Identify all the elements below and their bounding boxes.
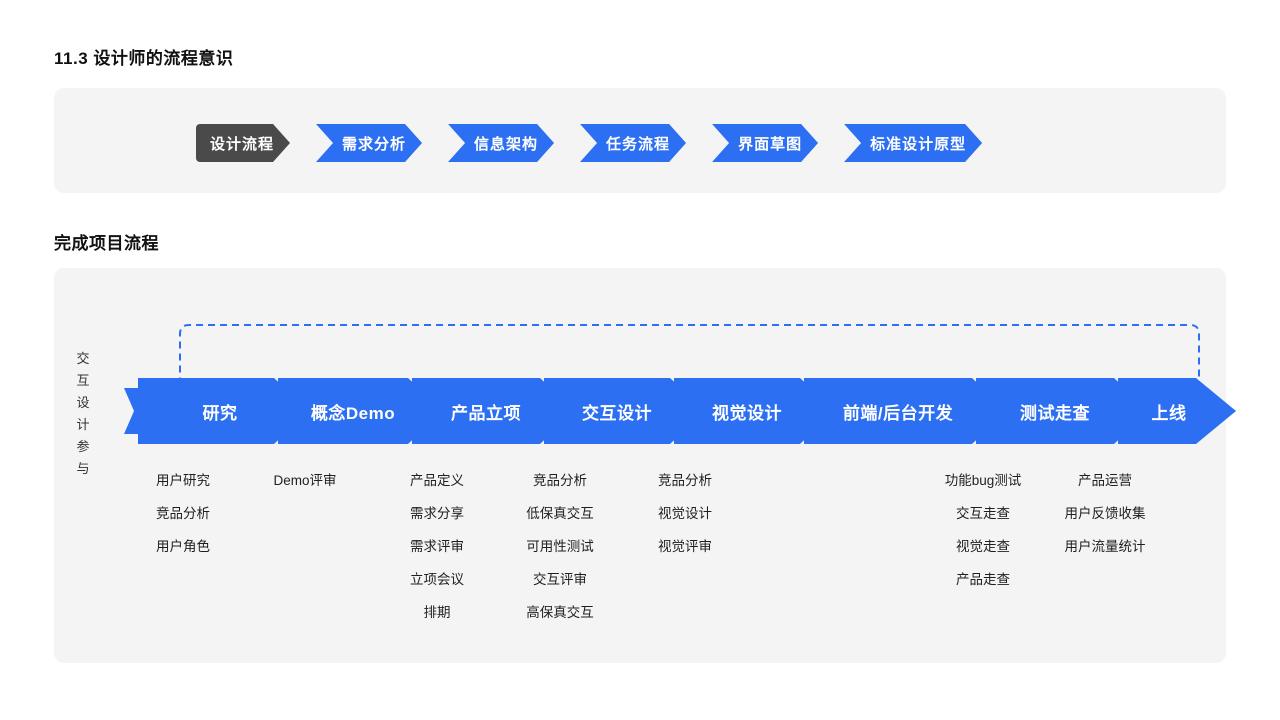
task-item: 视觉评审 xyxy=(658,539,712,554)
task-item: 高保真交互 xyxy=(526,605,594,620)
task-item: 竞品分析 xyxy=(533,473,587,488)
task-item: 用户研究 xyxy=(156,473,210,488)
stage-arrow-1[interactable]: 研究 xyxy=(124,378,310,444)
task-column-2: Demo评审 xyxy=(225,464,385,497)
task-item: Demo评审 xyxy=(273,473,337,488)
task-column-8: 产品运营用户反馈收集用户流量统计 xyxy=(1025,464,1185,563)
side-label-interaction-design: 交互设计参与 xyxy=(72,348,94,480)
task-item: 竞品分析 xyxy=(658,473,712,488)
design-step-label: 设计流程 xyxy=(210,135,275,153)
stage-label: 前端/后台开发 xyxy=(842,403,954,423)
design-step-2[interactable]: 需求分析 xyxy=(316,124,422,162)
design-step-label: 标准设计原型 xyxy=(870,135,967,153)
design-step-5[interactable]: 界面草图 xyxy=(712,124,818,162)
design-step-label: 任务流程 xyxy=(606,135,671,153)
design-step-1[interactable]: 设计流程 xyxy=(196,124,290,162)
task-item: 交互评审 xyxy=(533,572,587,587)
side-label-char: 参 xyxy=(76,439,90,454)
task-column-3: 产品定义需求分享需求评审立项会议排期 xyxy=(357,464,517,629)
task-item: 视觉走查 xyxy=(956,539,1010,554)
task-column-7: 功能bug测试交互走查视觉走查产品走查 xyxy=(903,464,1063,596)
side-label-char: 互 xyxy=(76,373,90,388)
design-step-4[interactable]: 任务流程 xyxy=(580,124,686,162)
task-item: 低保真交互 xyxy=(526,506,594,521)
task-item: 排期 xyxy=(423,605,451,620)
project-stage-arrow-band: 研究 概念Demo 产品立项 交互设计 视觉设计 前端/后台开发 测试走查 上线 xyxy=(124,378,1200,444)
side-label-char: 设 xyxy=(76,395,90,410)
task-item: 需求评审 xyxy=(410,539,464,554)
stage-label: 研究 xyxy=(202,403,238,423)
stage-label: 上线 xyxy=(1151,403,1187,423)
task-item: 用户角色 xyxy=(156,539,210,554)
task-item: 可用性测试 xyxy=(526,539,594,554)
task-item: 用户流量统计 xyxy=(1064,539,1146,554)
task-item: 视觉设计 xyxy=(658,506,712,521)
task-item: 产品定义 xyxy=(410,473,464,488)
side-label-char: 计 xyxy=(76,417,90,432)
page-title: 11.3 设计师的流程意识 xyxy=(54,49,234,68)
design-step-3[interactable]: 信息架构 xyxy=(448,124,554,162)
stage-label: 视觉设计 xyxy=(712,403,782,423)
side-label-char: 与 xyxy=(76,461,90,476)
task-item: 竞品分析 xyxy=(156,506,210,521)
stage-label: 交互设计 xyxy=(582,403,652,423)
design-process-chevron-row: 设计流程 需求分析 信息架构 任务流程 界面草图 标准设计原型 xyxy=(196,124,1008,162)
design-step-label: 需求分析 xyxy=(342,135,407,153)
task-column-4: 竞品分析低保真交互可用性测试交互评审高保真交互 xyxy=(480,464,640,629)
stage-label: 概念Demo xyxy=(310,403,396,423)
task-item: 用户反馈收集 xyxy=(1064,506,1146,521)
task-item: 功能bug测试 xyxy=(944,473,1022,488)
stage-label: 测试走查 xyxy=(1020,403,1090,423)
task-column-1: 用户研究竞品分析用户角色 xyxy=(103,464,263,563)
design-step-6[interactable]: 标准设计原型 xyxy=(844,124,982,162)
task-item: 产品走查 xyxy=(956,572,1010,587)
design-step-label: 界面草图 xyxy=(738,135,803,153)
task-item: 产品运营 xyxy=(1078,473,1132,488)
task-item: 交互走查 xyxy=(956,506,1010,521)
stage-label: 产品立项 xyxy=(451,403,521,423)
task-item: 需求分享 xyxy=(410,506,464,521)
task-column-5: 竞品分析视觉设计视觉评审 xyxy=(605,464,765,563)
task-item: 立项会议 xyxy=(410,572,464,587)
project-flow-title: 完成项目流程 xyxy=(54,234,159,253)
side-label-char: 交 xyxy=(76,351,90,366)
design-step-label: 信息架构 xyxy=(474,135,539,153)
